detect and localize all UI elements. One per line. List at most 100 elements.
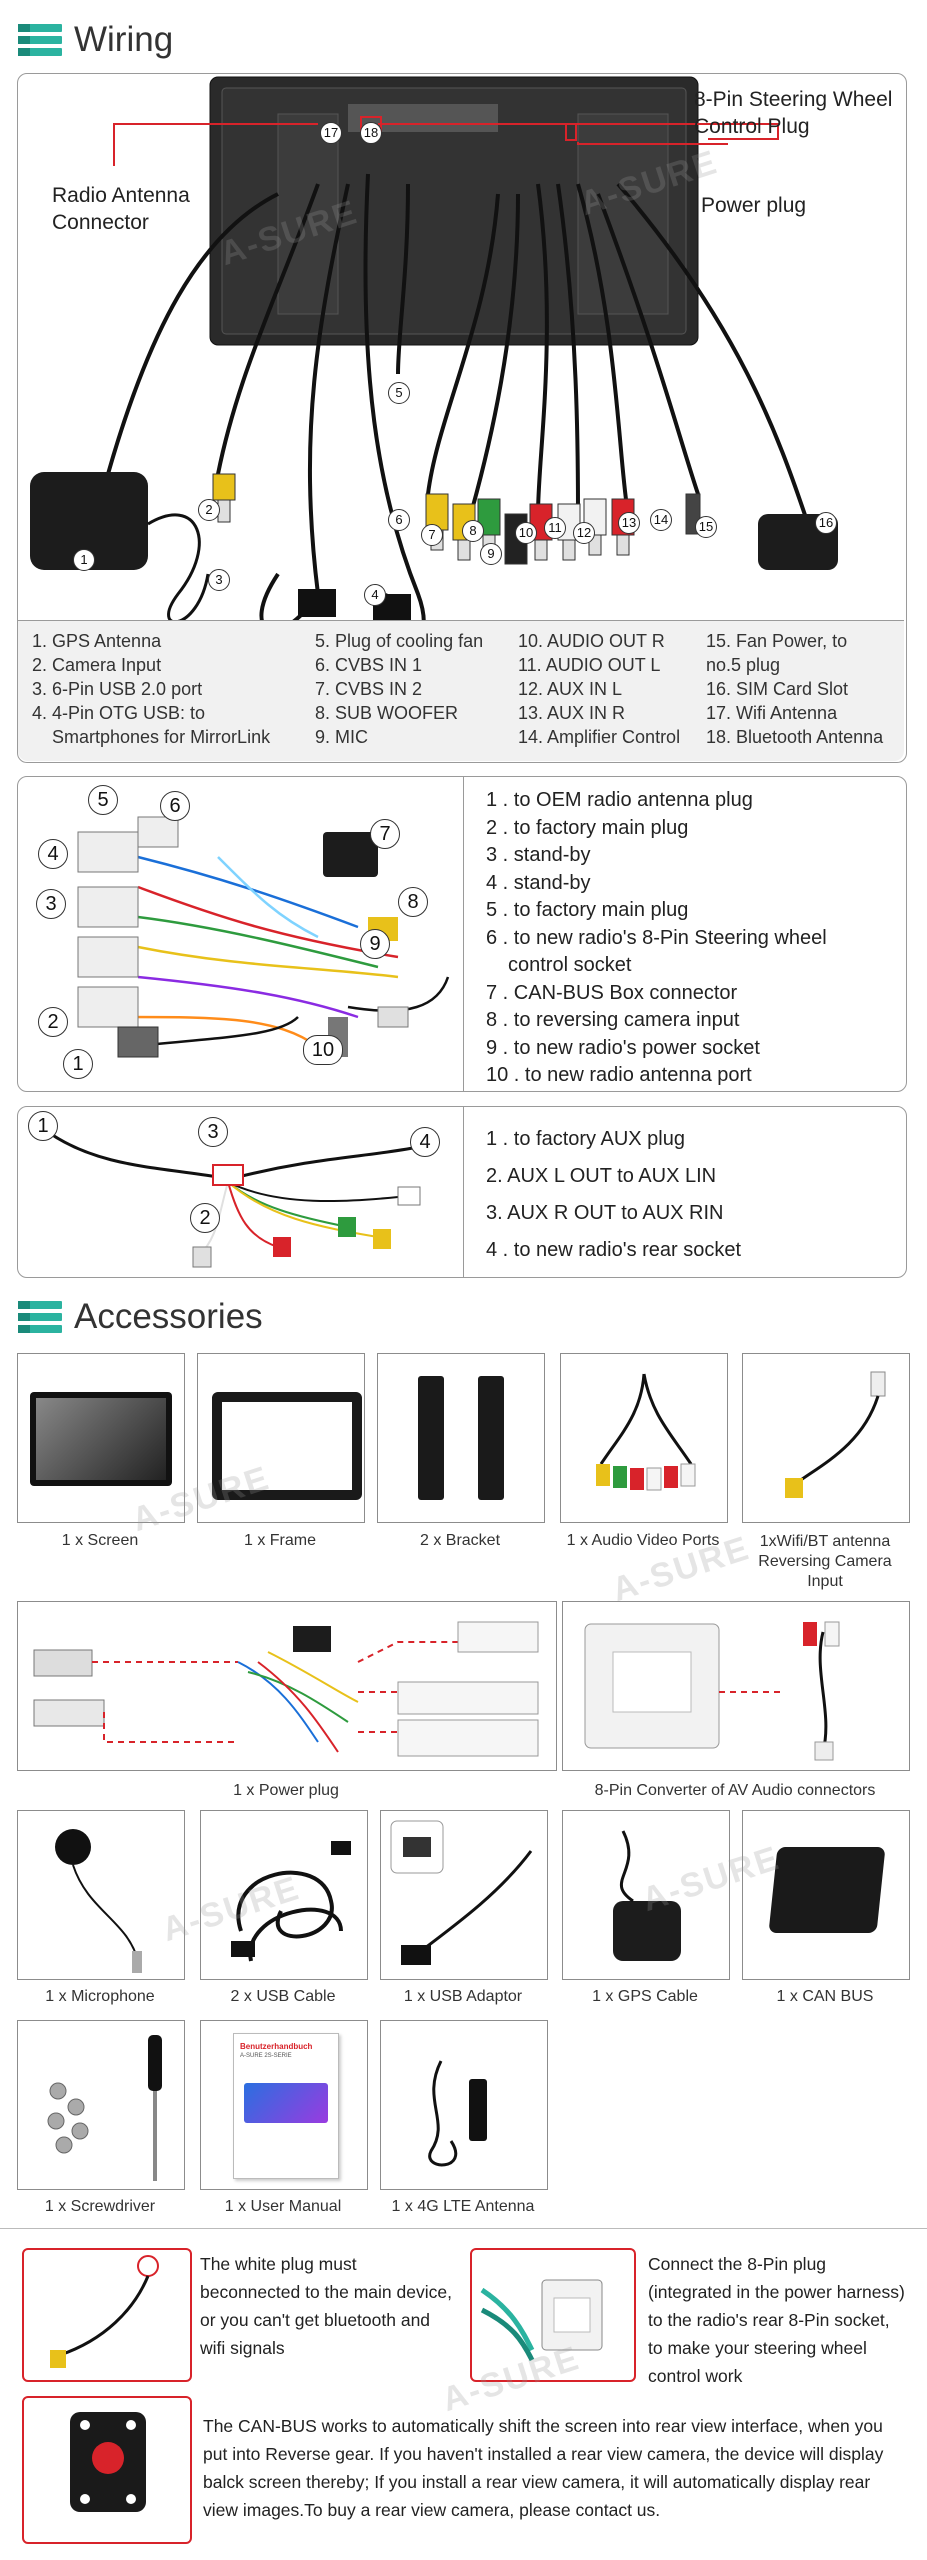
marker-4: 4 bbox=[364, 584, 386, 606]
wifi-antenna-image bbox=[742, 1353, 910, 1523]
legend-column-2: 5. Plug of cooling fan 6. CVBS IN 1 7. CVB… bbox=[315, 629, 483, 749]
marker-17: 17 bbox=[320, 122, 342, 144]
lte-antenna-caption: 1 x 4G LTE Antenna bbox=[391, 2198, 535, 2215]
wiring-legend: 1. GPS Antenna 2. Camera Input 3. 6-Pin US… bbox=[18, 620, 904, 761]
canbus-note: The CAN-BUS works to automatically shift… bbox=[203, 2416, 884, 2520]
list-item: Smartphones for MirrorLink bbox=[52, 727, 271, 747]
av-ports-image bbox=[560, 1353, 728, 1523]
frame-image bbox=[197, 1353, 365, 1523]
legend-column-1: 1. GPS Antenna 2. Camera Input 3. 6-Pin US… bbox=[32, 629, 270, 749]
list-item: 16. SIM Card Slot bbox=[706, 679, 849, 699]
manual-title: Benutzerhandbuch bbox=[240, 2042, 313, 2051]
marker-3: 3 bbox=[208, 569, 230, 591]
manual-image: Benutzerhandbuch A-SURE 2S-SERIE bbox=[200, 2020, 368, 2190]
marker-1: 1 bbox=[63, 1049, 93, 1079]
list-item: 4 . stand-by bbox=[486, 871, 591, 894]
marker-6: 6 bbox=[388, 509, 410, 531]
screen-image bbox=[17, 1353, 185, 1523]
wiring-section-title: Wiring bbox=[18, 20, 173, 60]
wifi-caption: 1xWifi/BT antenna Reversing Camera Input bbox=[758, 1533, 892, 1590]
list-item: 4 . to new radio's rear socket bbox=[486, 1239, 742, 1261]
marker-6: 6 bbox=[160, 791, 190, 821]
list-item: 1 . to factory AUX plug bbox=[486, 1128, 685, 1150]
marker-2: 2 bbox=[38, 1007, 68, 1037]
microphone-image bbox=[17, 1810, 185, 1980]
harness-panel: 5 6 4 3 2 1 7 8 9 10 1 . to OEM radio an… bbox=[17, 776, 907, 1092]
list-item: 3 . stand-by bbox=[486, 844, 591, 866]
list-item: 3. AUX R OUT to AUX RIN bbox=[486, 1202, 724, 1224]
usb-adaptor-image bbox=[380, 1810, 548, 1980]
list-item: 11. AUDIO OUT L bbox=[518, 655, 661, 675]
marker-7: 7 bbox=[370, 819, 400, 849]
list-item: control socket bbox=[508, 954, 632, 976]
power-plug-callout: Power plug bbox=[701, 194, 807, 217]
screen-caption: 1 x Screen bbox=[61, 1532, 139, 1549]
list-item: 10. AUDIO OUT R bbox=[518, 631, 665, 651]
marker-14: 14 bbox=[650, 509, 672, 531]
list-item: 15. Fan Power, to bbox=[706, 631, 848, 651]
list-item: 1. GPS Antenna bbox=[32, 631, 162, 651]
list-item: 2. Camera Input bbox=[32, 655, 162, 675]
list-item: 6. CVBS IN 1 bbox=[315, 655, 423, 675]
gps-cable-image bbox=[562, 1810, 730, 1980]
list-item: 2. AUX L OUT to AUX LIN bbox=[486, 1165, 717, 1187]
list-item: 8 . to reversing camera input bbox=[486, 1009, 740, 1031]
list-item: 17. Wifi Antenna bbox=[706, 703, 838, 723]
lte-antenna-image bbox=[380, 2020, 548, 2190]
marker-9: 9 bbox=[360, 929, 390, 959]
steering-plug-callout: 8-Pin Steering Wheel Control Plug bbox=[694, 88, 893, 138]
marker-10: 10 bbox=[303, 1035, 343, 1065]
list-icon bbox=[18, 1300, 62, 1334]
marker-4: 4 bbox=[410, 1127, 440, 1157]
marker-10: 10 bbox=[515, 522, 537, 544]
marker-1: 1 bbox=[73, 549, 95, 571]
power-plug-image bbox=[17, 1601, 557, 1771]
marker-15: 15 bbox=[695, 516, 717, 538]
screwdriver-image bbox=[17, 2020, 185, 2190]
list-item: 9. MIC bbox=[315, 727, 369, 747]
radio-rear-diagram bbox=[30, 76, 838, 656]
marker-8: 8 bbox=[462, 520, 484, 542]
list-item: 1 . to OEM radio antenna plug bbox=[486, 789, 753, 811]
aux-panel: 1 3 2 4 1 . to factory AUX plug 2. AUX L … bbox=[17, 1106, 907, 1278]
list-item: 7 . CAN-BUS Box connector bbox=[486, 981, 738, 1004]
gps-cable-caption: 1 x GPS Cable bbox=[592, 1988, 698, 2005]
list-item: 5. Plug of cooling fan bbox=[315, 631, 484, 651]
usb-cable-caption: 2 x USB Cable bbox=[230, 1988, 336, 2005]
accessories-section-title: Accessories bbox=[18, 1297, 263, 1337]
power-plug-caption: 1 x Power plug bbox=[233, 1782, 339, 1799]
aux-list: 1 . to factory AUX plug 2. AUX L OUT to A… bbox=[486, 1121, 741, 1269]
marker-12: 12 bbox=[573, 522, 595, 544]
list-item: 3. 6-Pin USB 2.0 port bbox=[32, 679, 203, 699]
marker-8: 8 bbox=[398, 887, 428, 917]
marker-4: 4 bbox=[38, 839, 68, 869]
list-item: no.5 plug bbox=[706, 655, 781, 675]
list-item: 9 . to new radio's power socket bbox=[486, 1036, 760, 1059]
converter-caption: 8-Pin Converter of AV Audio connectors bbox=[594, 1782, 876, 1799]
marker-18: 18 bbox=[360, 122, 382, 144]
bracket-image bbox=[377, 1353, 545, 1523]
list-item: 5 . to factory main plug bbox=[486, 899, 689, 921]
rear-camera-image bbox=[22, 2396, 192, 2544]
list-item: 18. Bluetooth Antenna bbox=[706, 727, 884, 747]
steering-plug-note: Connect the 8-Pin plug (integrated in th… bbox=[648, 2254, 905, 2386]
accessories-title: Accessories bbox=[74, 1297, 263, 1336]
marker-3: 3 bbox=[36, 889, 66, 919]
list-item: 7. CVBS IN 2 bbox=[315, 679, 423, 699]
marker-13: 13 bbox=[618, 512, 640, 534]
marker-5: 5 bbox=[88, 785, 118, 815]
microphone-caption: 1 x Microphone bbox=[45, 1988, 155, 2005]
marker-9: 9 bbox=[480, 543, 502, 565]
list-item: 14. Amplifier Control bbox=[518, 727, 681, 747]
wifi-plug-image bbox=[22, 2248, 192, 2382]
screwdriver-caption: 1 x Screwdriver bbox=[44, 2198, 156, 2215]
usb-adaptor-caption: 1 x USB Adaptor bbox=[403, 1988, 523, 2005]
list-item: 2 . to factory main plug bbox=[486, 816, 689, 839]
marker-1: 1 bbox=[28, 1111, 58, 1141]
wiring-title: Wiring bbox=[74, 20, 174, 59]
marker-7: 7 bbox=[421, 524, 443, 546]
marker-16: 16 bbox=[815, 512, 837, 534]
marker-2: 2 bbox=[190, 1203, 220, 1233]
divider bbox=[0, 2228, 927, 2229]
marker-3: 3 bbox=[198, 1117, 228, 1147]
